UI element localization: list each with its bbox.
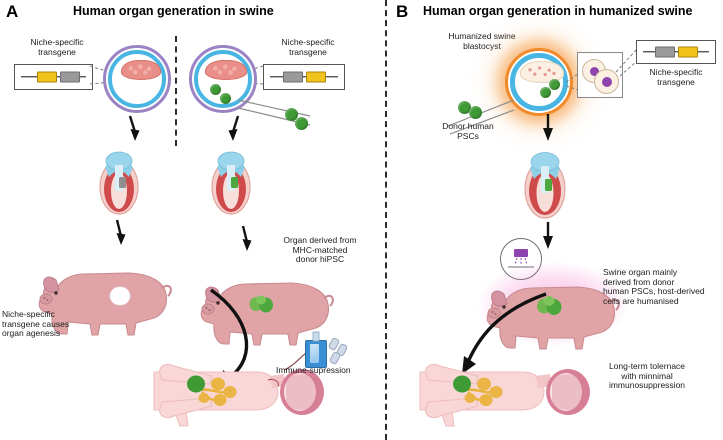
panel-b-outcome-label: Long-term tolernace with minnimal immuno… xyxy=(608,361,686,391)
panel-b-embryo xyxy=(524,152,566,219)
construct-backbone-line xyxy=(270,76,338,78)
panel-b-arrow-2 xyxy=(543,222,553,249)
panel-a-left-blastocyst xyxy=(103,45,171,113)
panel-b-blastocyst-label: Humanized swine blastocyst xyxy=(448,31,516,51)
panel-a-right-arrow-2 xyxy=(241,225,252,251)
panel-b-humanized-blastocyst xyxy=(505,48,573,116)
panel-a-left-pig xyxy=(38,272,172,336)
panel-b-arrow-1 xyxy=(543,114,553,141)
panel-b-transplant-arrow xyxy=(462,292,547,374)
panel-divider xyxy=(385,0,387,440)
donor-psc-cell xyxy=(285,108,298,121)
construct-segment-yellow xyxy=(37,71,57,83)
blastocyst-trophectoderm xyxy=(108,50,166,108)
panel-a-right-transgene-label: Niche-specific transgene xyxy=(281,37,335,57)
panel-a-micropipette xyxy=(237,99,311,126)
panel-b-leader-blastocyst-to-cells xyxy=(565,73,579,91)
panel-a-right-embryo xyxy=(211,151,251,215)
donor-psc-cell xyxy=(295,117,308,130)
panel-a-treatment-label: Immune-supression xyxy=(276,365,351,375)
panel-a-right-pig xyxy=(200,282,334,346)
panel-a-right-transgene-construct xyxy=(263,64,345,90)
panel-b-transgene-label: Niche-specific transgene xyxy=(649,67,703,87)
panel-a-letter: A xyxy=(6,2,19,21)
panel-a-left-outcome-label: Niche-specific transgene causes organ ag… xyxy=(2,309,70,339)
humanized-cell xyxy=(594,69,619,94)
panel-b-donor-label: Donor human PSCs xyxy=(442,121,494,141)
panel-a-human-recipient xyxy=(153,363,324,427)
panel-b-organ-label: Swine organ mainly derived from donor hu… xyxy=(603,267,705,306)
panel-a-right-blastocyst xyxy=(189,45,257,113)
cell-nucleus xyxy=(590,67,599,76)
construct-segment-grey xyxy=(283,71,303,83)
construct-backbone-line xyxy=(643,51,709,53)
construct-segment-grey xyxy=(655,46,675,58)
construct-segment-yellow xyxy=(306,71,326,83)
panel-b-pig xyxy=(486,286,620,350)
injected-psc-cell xyxy=(210,84,221,95)
panel-a-right-outcome-label: Organ derived from MHC-matched donor hiP… xyxy=(283,235,357,265)
inner-cell-mass xyxy=(205,60,247,80)
panel-a-left-arrow-1 xyxy=(128,115,140,141)
panel-b-human-recipient xyxy=(419,363,590,427)
panel-a-left-embryo xyxy=(99,151,139,215)
construct-segment-grey xyxy=(60,71,80,83)
injected-psc-cell xyxy=(549,79,560,90)
cell-nucleus xyxy=(602,77,612,87)
panel-b-leader-cells-to-transgene xyxy=(615,47,639,77)
iv-bag-icon xyxy=(305,340,327,368)
panel-a-right-arrow-1 xyxy=(228,115,240,141)
construct-segment-yellow xyxy=(678,46,698,58)
panel-a-left-transgene-construct xyxy=(14,64,93,90)
panel-a-subdivider xyxy=(175,36,177,146)
syringe-needle-icon xyxy=(312,331,320,342)
panel-b-organ-inset xyxy=(500,238,542,280)
inner-cell-mass-humanized xyxy=(520,61,564,83)
injected-psc-cell xyxy=(220,93,231,104)
panel-b-letter: B xyxy=(396,2,409,21)
inner-cell-mass xyxy=(121,60,161,80)
panel-a-left-transgene-label: Niche-specific transgene xyxy=(30,37,84,57)
panel-a-title: Human organ generation in swine xyxy=(73,4,274,18)
panel-b-title: Human organ generation in humanized swin… xyxy=(423,4,693,18)
organ-inset-graphic xyxy=(508,249,534,268)
donor-psc-cell xyxy=(469,106,482,119)
panel-b-transgene-construct xyxy=(636,40,716,64)
donor-psc-cell xyxy=(458,101,471,114)
panel-b-cell-inset xyxy=(577,52,623,98)
panel-a-left-arrow-2 xyxy=(115,219,126,245)
injected-psc-cell xyxy=(540,87,551,98)
